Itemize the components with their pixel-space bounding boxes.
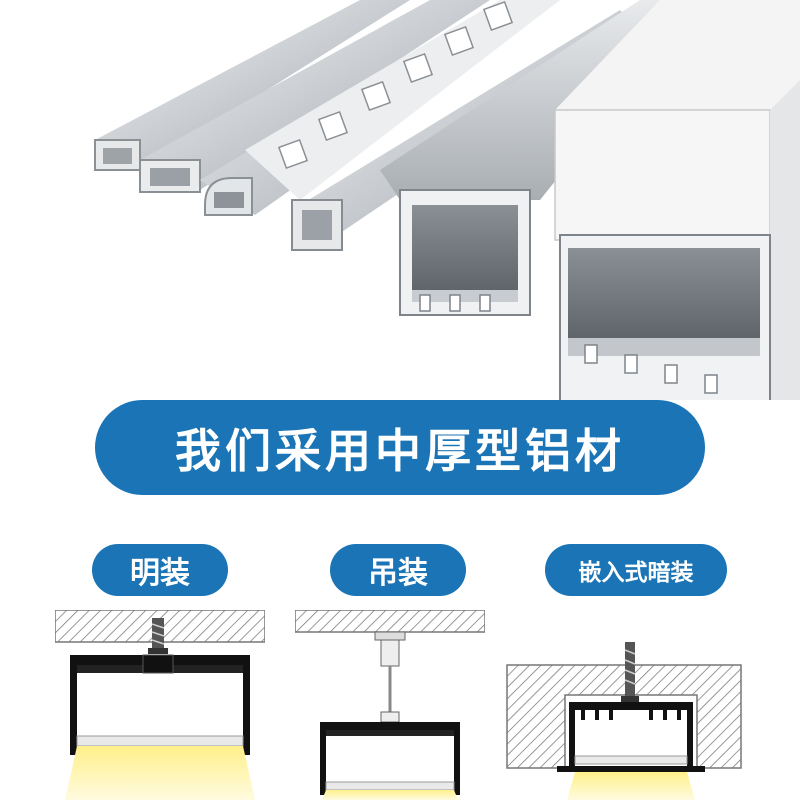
screw-icon bbox=[621, 642, 639, 702]
headline-text: 我们采用中厚型铝材 bbox=[175, 423, 625, 478]
profile-small-2 bbox=[139, 0, 490, 193]
hanging-rod-icon bbox=[374, 631, 406, 723]
pendant-mount-diagram bbox=[295, 610, 485, 800]
light-beam bbox=[322, 790, 458, 800]
light-beam bbox=[65, 746, 255, 800]
surface-mount-label: 明装 bbox=[92, 544, 228, 596]
recessed-mount-diagram bbox=[506, 642, 742, 800]
ceiling bbox=[295, 610, 485, 633]
aluminum-profiles-image bbox=[94, 0, 800, 400]
recessed-mount-label: 嵌入式暗装 bbox=[545, 544, 727, 596]
diffuser bbox=[76, 735, 244, 747]
light-beam bbox=[567, 772, 695, 800]
ceiling bbox=[506, 664, 742, 769]
headline-banner: 我们采用中厚型铝材 bbox=[95, 400, 705, 495]
screw-icon bbox=[148, 618, 168, 654]
diffuser bbox=[574, 755, 688, 765]
pendant-mount-label: 吊装 bbox=[330, 544, 466, 596]
surface-mount-diagram bbox=[55, 610, 265, 800]
profile-large bbox=[554, 0, 800, 400]
diffuser bbox=[325, 781, 455, 791]
profile-small-1 bbox=[94, 0, 410, 171]
